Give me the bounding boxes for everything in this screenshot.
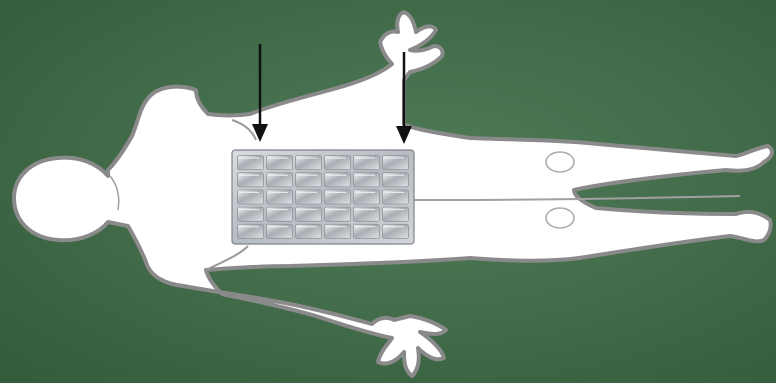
- cooling-pack: [232, 150, 414, 244]
